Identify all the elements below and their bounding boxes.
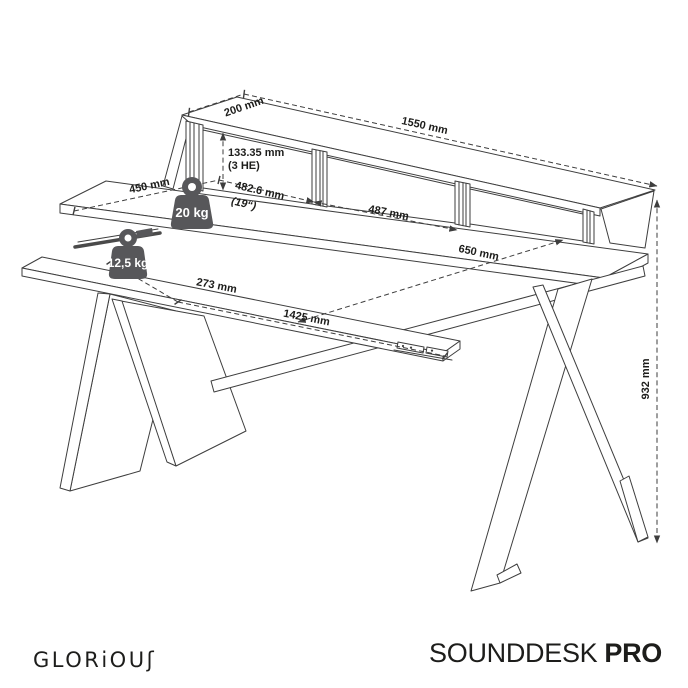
weight-label-desktop: 20 kg: [175, 205, 208, 220]
riser-right-cheek: [600, 190, 655, 249]
right-leg-front-foot: [496, 563, 522, 584]
product-variant: PRO: [604, 638, 662, 668]
weight-icon-desktop-load: 20 kg: [170, 177, 214, 229]
dim-label-desk-height: 932 mm: [640, 358, 652, 399]
dim-line-200: [187, 89, 246, 117]
desk-artwork: [21, 96, 656, 592]
product-name: SOUNDDESK: [429, 638, 598, 668]
tray-front-face: [21, 267, 444, 362]
rack-bracket-3: [454, 180, 471, 228]
tray-top-face: [21, 256, 461, 354]
dim-line-1550: [243, 93, 658, 188]
weight-label-tray: 12,5 kg: [108, 256, 149, 270]
weight-ring-hole: [124, 234, 132, 242]
dim-label-rack-width-inches: (19“): [230, 195, 257, 212]
dim-label-rack-height: 133.35 mm: [228, 147, 284, 159]
weight-icon-tray-load: 12,5 kg: [108, 229, 149, 279]
rack-bracket-4: [582, 208, 595, 245]
right-leg-front-face: [470, 278, 593, 592]
weight-body: [108, 246, 148, 279]
right-leg-back-foot: [619, 475, 649, 543]
dim-label-rack-height-units: (3 HE): [228, 160, 260, 172]
glorious-logo: GLORiOUʃ: [33, 648, 157, 672]
rack-bracket-2: [311, 148, 328, 208]
dim-line-650: [297, 239, 564, 323]
weight-body: [170, 195, 214, 229]
weight-ring-hole: [188, 183, 196, 191]
tray-slide-rail-left: [73, 228, 162, 249]
dim-line-1425: [177, 301, 449, 360]
